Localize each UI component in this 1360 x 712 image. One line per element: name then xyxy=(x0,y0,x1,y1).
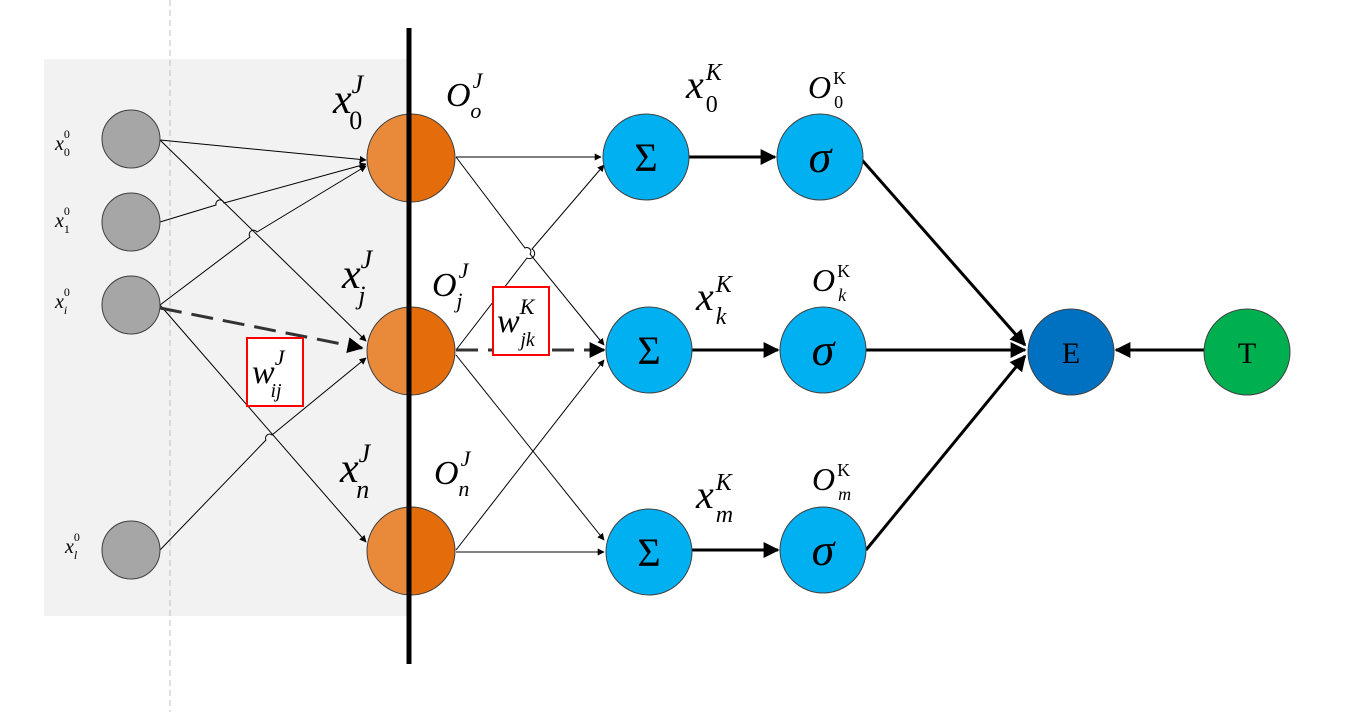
svg-text:T: T xyxy=(1238,337,1256,370)
sum-symbol-0: Σ xyxy=(634,135,657,180)
sum-symbol-k: Σ xyxy=(637,328,660,373)
input-node-0 xyxy=(101,109,161,169)
error-node: E xyxy=(1027,308,1115,396)
hidden-layer xyxy=(366,113,456,596)
sum-node-m xyxy=(605,508,693,596)
input-hidden-connections xyxy=(159,139,367,551)
output-activation-layer: σ σ σ xyxy=(776,113,867,594)
target-node: T xyxy=(1203,308,1291,396)
input-node-1 xyxy=(101,192,161,252)
hidden-node-0 xyxy=(366,113,456,203)
output-sum-layer: Σ Σ Σ xyxy=(602,113,693,596)
svg-text:E: E xyxy=(1062,337,1080,370)
highlighted-weight-ij-edge xyxy=(159,306,364,354)
input-panel xyxy=(44,59,408,616)
sigma-node-m xyxy=(779,506,867,594)
sum-to-activation-connections xyxy=(689,149,780,558)
sigma-symbol-0: σ xyxy=(809,131,834,182)
sigma-node-k xyxy=(779,306,867,394)
sum-symbol-m: Σ xyxy=(637,530,660,575)
sigma-symbol-m: σ xyxy=(812,524,837,575)
input-node-i xyxy=(101,275,161,335)
output-error-connections xyxy=(860,159,1204,551)
sum-node-0 xyxy=(602,113,690,201)
input-node-l xyxy=(101,520,161,580)
sigma-symbol-k: σ xyxy=(812,324,837,375)
sigma-node-0 xyxy=(776,113,864,201)
sum-node-k xyxy=(605,306,693,394)
